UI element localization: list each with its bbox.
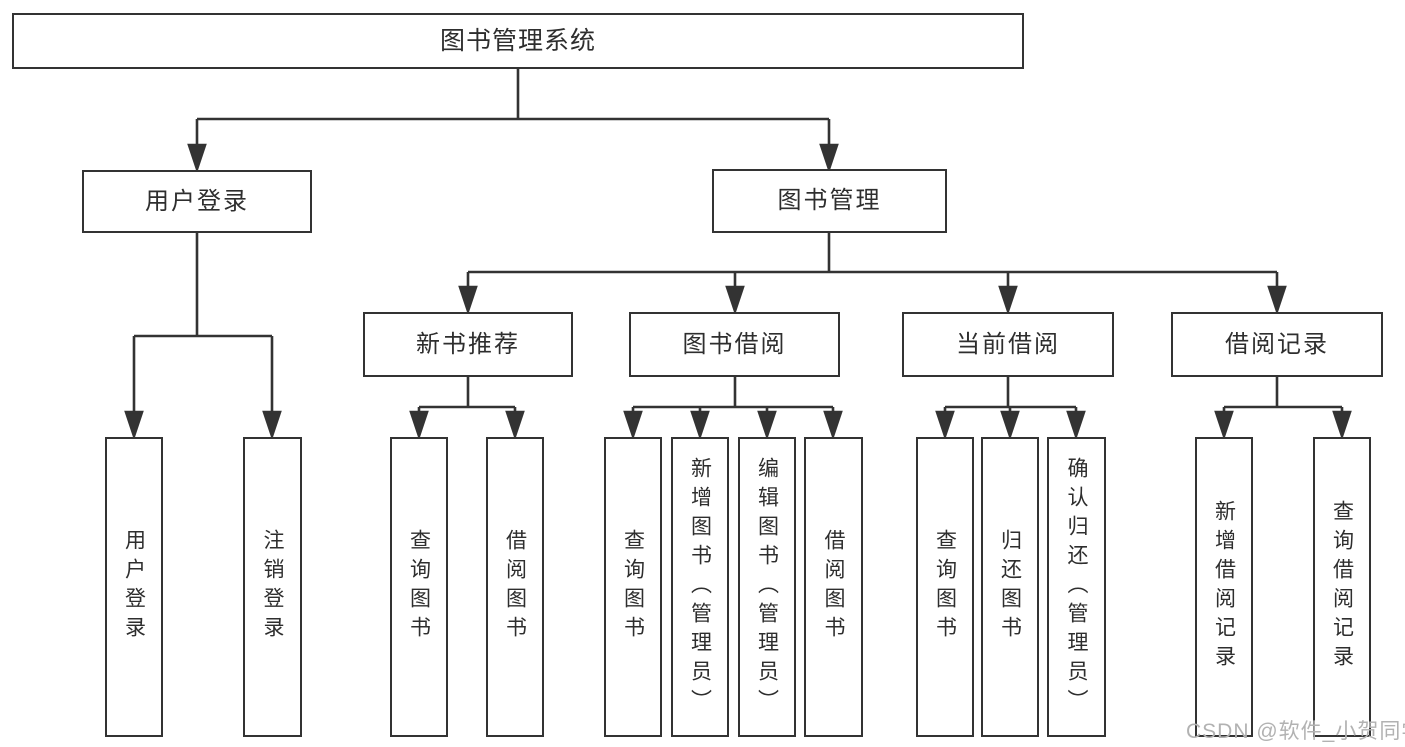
- edge-user-login-children: [124, 233, 282, 441]
- leaf-edit-book: 编辑图书（管理员）: [738, 437, 796, 737]
- leaf-add-book-label: 新增图书（管理员）: [688, 456, 712, 718]
- arrowhead-icon: [1332, 410, 1352, 441]
- arrowhead-icon: [505, 410, 525, 441]
- leaf-query-book-1-label: 查询图书: [407, 529, 431, 645]
- leaf-add-borrow-record: 新增借阅记录: [1195, 437, 1253, 737]
- edge-borrow-record-children: [1214, 377, 1352, 441]
- node-book-mgmt: 图书管理: [712, 169, 947, 233]
- leaf-return-book: 归还图书: [981, 437, 1039, 737]
- arrowhead-icon: [262, 410, 282, 441]
- leaf-add-borrow-record-label: 新增借阅记录: [1212, 500, 1236, 674]
- watermark: CSDN @软件_小贺同学: [1186, 720, 1405, 743]
- arrowhead-icon: [409, 410, 429, 441]
- leaf-confirm-return: 确认归还（管理员）: [1047, 437, 1106, 737]
- node-book-borrow: 图书借阅: [629, 312, 840, 377]
- node-new-book-rec: 新书推荐: [363, 312, 573, 377]
- leaf-query-borrow-record-label: 查询借阅记录: [1330, 500, 1354, 674]
- node-user-login: 用户登录: [82, 170, 312, 233]
- node-new-book-rec-label: 新书推荐: [416, 330, 520, 358]
- arrowhead-icon: [458, 285, 478, 316]
- leaf-query-borrow-record: 查询借阅记录: [1313, 437, 1371, 737]
- node-root: 图书管理系统: [12, 13, 1024, 69]
- leaf-logout: 注销登录: [243, 437, 302, 737]
- leaf-borrow-book-2: 借阅图书: [804, 437, 863, 737]
- leaf-user-login-label: 用户登录: [122, 529, 146, 645]
- arrowhead-icon: [623, 410, 643, 441]
- node-book-borrow-label: 图书借阅: [682, 330, 787, 358]
- arrowhead-icon: [690, 410, 710, 441]
- node-user-login-label: 用户登录: [145, 187, 249, 215]
- node-root-label: 图书管理系统: [439, 26, 596, 55]
- arrowhead-icon: [935, 410, 955, 441]
- leaf-query-book-2: 查询图书: [604, 437, 662, 737]
- arrowhead-icon: [998, 285, 1018, 316]
- edge-root-to-level2: [187, 69, 839, 174]
- leaf-user-login: 用户登录: [105, 437, 163, 737]
- node-borrow-record-label: 借阅记录: [1225, 330, 1329, 358]
- leaf-query-book-2-label: 查询图书: [621, 529, 645, 645]
- arrowhead-icon: [1000, 410, 1020, 441]
- arrowhead-icon: [757, 410, 777, 441]
- leaf-query-book-3: 查询图书: [916, 437, 974, 737]
- leaf-return-book-label: 归还图书: [998, 529, 1022, 645]
- edge-book-mgmt-children: [458, 233, 1287, 316]
- leaf-query-book-3-label: 查询图书: [933, 529, 957, 645]
- leaf-borrow-book-1-label: 借阅图书: [503, 529, 527, 645]
- arrowhead-icon: [725, 285, 745, 316]
- arrowhead-icon: [187, 143, 207, 174]
- leaf-logout-label: 注销登录: [261, 529, 284, 645]
- edge-new-book-rec-children: [409, 377, 525, 441]
- node-current-borrow: 当前借阅: [902, 312, 1114, 377]
- arrowhead-icon: [823, 410, 843, 441]
- leaf-add-book: 新增图书（管理员）: [671, 437, 729, 737]
- arrowhead-icon: [819, 143, 839, 174]
- arrowhead-icon: [124, 410, 144, 441]
- leaf-query-book-1: 查询图书: [390, 437, 448, 737]
- leaf-borrow-book-2-label: 借阅图书: [822, 529, 845, 645]
- node-current-borrow-label: 当前借阅: [956, 330, 1060, 358]
- leaf-confirm-return-label: 确认归还（管理员）: [1065, 456, 1088, 718]
- leaf-edit-book-label: 编辑图书（管理员）: [755, 456, 779, 718]
- arrowhead-icon: [1267, 285, 1287, 316]
- node-borrow-record: 借阅记录: [1171, 312, 1383, 377]
- leaf-borrow-book-1: 借阅图书: [486, 437, 544, 737]
- arrowhead-icon: [1066, 410, 1086, 441]
- node-book-mgmt-label: 图书管理: [777, 187, 882, 214]
- edge-book-borrow-children: [623, 377, 843, 441]
- edge-current-borrow-children: [935, 377, 1086, 441]
- arrowhead-icon: [1214, 410, 1234, 441]
